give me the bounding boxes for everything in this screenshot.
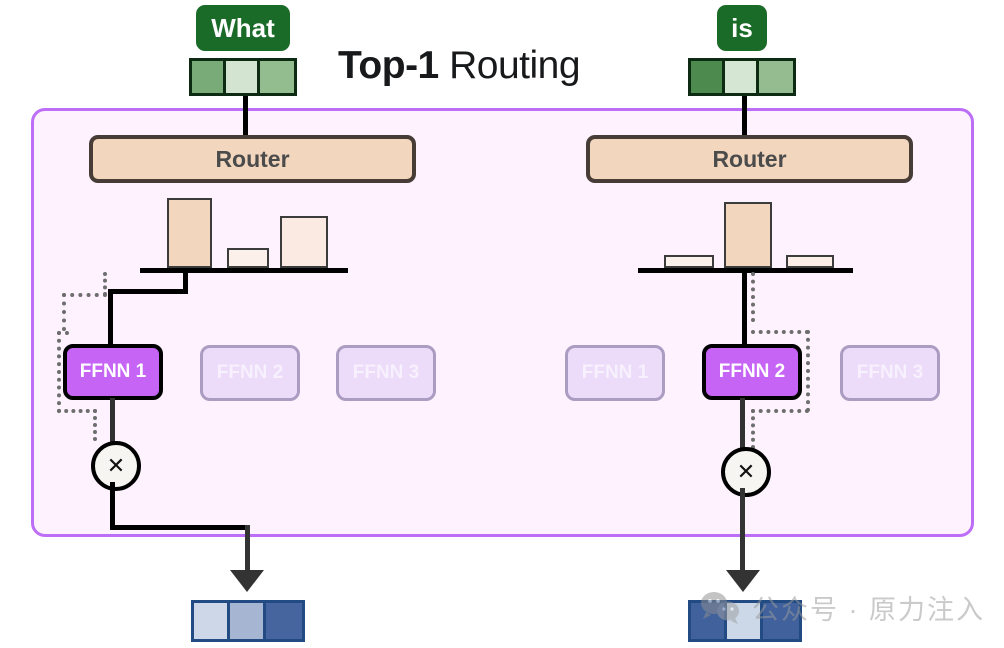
router-weight-bar xyxy=(724,202,772,268)
page-title: Top-1 Routing xyxy=(338,44,581,88)
embedding-to-router-wire-left xyxy=(243,96,248,136)
token-chip-right-label: is xyxy=(731,13,753,43)
output-cell xyxy=(194,603,230,639)
routing-wire-left-seg2 xyxy=(108,289,188,294)
routing-highlight-right-v2 xyxy=(806,330,810,412)
output-arrow-line-right xyxy=(740,488,745,578)
router-right: Router xyxy=(586,135,913,183)
title-regular: Routing xyxy=(438,44,581,87)
expert-ffnn-1-right[interactable]: FFNN 1 xyxy=(565,345,665,401)
routing-highlight-left-h3 xyxy=(57,409,97,413)
router-weights-chart-left xyxy=(140,193,348,273)
multiply-node-right: ✕ xyxy=(721,447,771,497)
expert-label: FFNN 1 xyxy=(581,362,649,383)
routing-wire-left-seg3 xyxy=(108,289,113,349)
output-cell xyxy=(266,603,302,639)
routing-highlight-left-v4 xyxy=(93,409,97,441)
routing-highlight-right-h1 xyxy=(751,330,809,334)
output-vector-left xyxy=(191,600,305,642)
router-left: Router xyxy=(89,135,416,183)
router-weight-bar xyxy=(786,255,834,268)
routing-highlight-right-h2 xyxy=(751,409,809,413)
output-arrow-line-left xyxy=(245,525,250,577)
embedding-cell xyxy=(691,61,725,93)
wechat-icon xyxy=(701,591,739,624)
expert-ffnn-3-right[interactable]: FFNN 3 xyxy=(840,345,940,401)
expert-ffnn-2-right[interactable]: FFNN 2 xyxy=(702,344,802,400)
embedding-cell xyxy=(260,61,294,93)
routing-highlight-right-v3 xyxy=(751,409,755,449)
watermark-text: 公众号 · 原力注入 xyxy=(752,595,985,625)
output-cell xyxy=(230,603,266,639)
routing-highlight-left-v1 xyxy=(103,272,107,296)
routing-highlight-left-v3 xyxy=(57,331,61,413)
title-bold: Top-1 xyxy=(338,44,439,87)
routing-highlight-left-h2 xyxy=(57,331,69,335)
embedding-cell xyxy=(192,61,226,93)
router-left-label: Router xyxy=(215,145,290,172)
expert-label: FFNN 2 xyxy=(216,362,284,383)
chart-baseline xyxy=(140,268,348,273)
multiply-out-wire-left-seg2 xyxy=(110,525,245,530)
router-right-label: Router xyxy=(712,145,787,172)
token-embedding-right xyxy=(688,58,796,96)
router-weight-bar xyxy=(280,216,328,268)
multiply-symbol: ✕ xyxy=(106,453,126,478)
embedding-to-router-wire-right xyxy=(742,96,747,136)
expert-ffnn-1-left[interactable]: FFNN 1 xyxy=(63,344,163,400)
expert-label: FFNN 1 xyxy=(79,361,147,382)
routing-wire-right-seg1 xyxy=(742,268,747,350)
multiply-out-wire-left-seg1 xyxy=(110,482,115,530)
output-cell xyxy=(763,603,799,639)
token-embedding-left xyxy=(189,58,297,96)
expert-ffnn-3-left[interactable]: FFNN 3 xyxy=(336,345,436,401)
routing-highlight-right-v1 xyxy=(751,272,755,322)
token-chip-right: is xyxy=(717,5,767,51)
output-arrow-head-left xyxy=(230,570,264,592)
expert-ffnn-2-left[interactable]: FFNN 2 xyxy=(200,345,300,401)
multiply-node-left: ✕ xyxy=(91,441,141,491)
router-weight-bar xyxy=(167,198,212,268)
embedding-cell xyxy=(226,61,260,93)
router-weight-bar xyxy=(664,255,714,268)
expert-to-multiply-wire-right xyxy=(740,398,745,452)
routing-highlight-left-v2 xyxy=(62,293,66,331)
output-arrow-head-right xyxy=(726,570,760,592)
token-chip-left: What xyxy=(196,5,290,51)
expert-label: FFNN 3 xyxy=(856,362,924,383)
embedding-cell xyxy=(759,61,793,93)
routing-highlight-left-h1 xyxy=(62,293,107,297)
expert-to-multiply-wire-left xyxy=(110,398,115,444)
router-weights-chart-right xyxy=(638,193,853,273)
router-weight-bar xyxy=(227,248,269,268)
embedding-cell xyxy=(725,61,759,93)
routing-wire-left-seg1 xyxy=(183,268,188,294)
expert-label: FFNN 2 xyxy=(718,361,786,382)
token-chip-left-label: What xyxy=(211,13,275,43)
multiply-symbol: ✕ xyxy=(736,459,756,484)
watermark: 公众号 · 原力注入 xyxy=(700,588,985,627)
expert-label: FFNN 3 xyxy=(352,362,420,383)
